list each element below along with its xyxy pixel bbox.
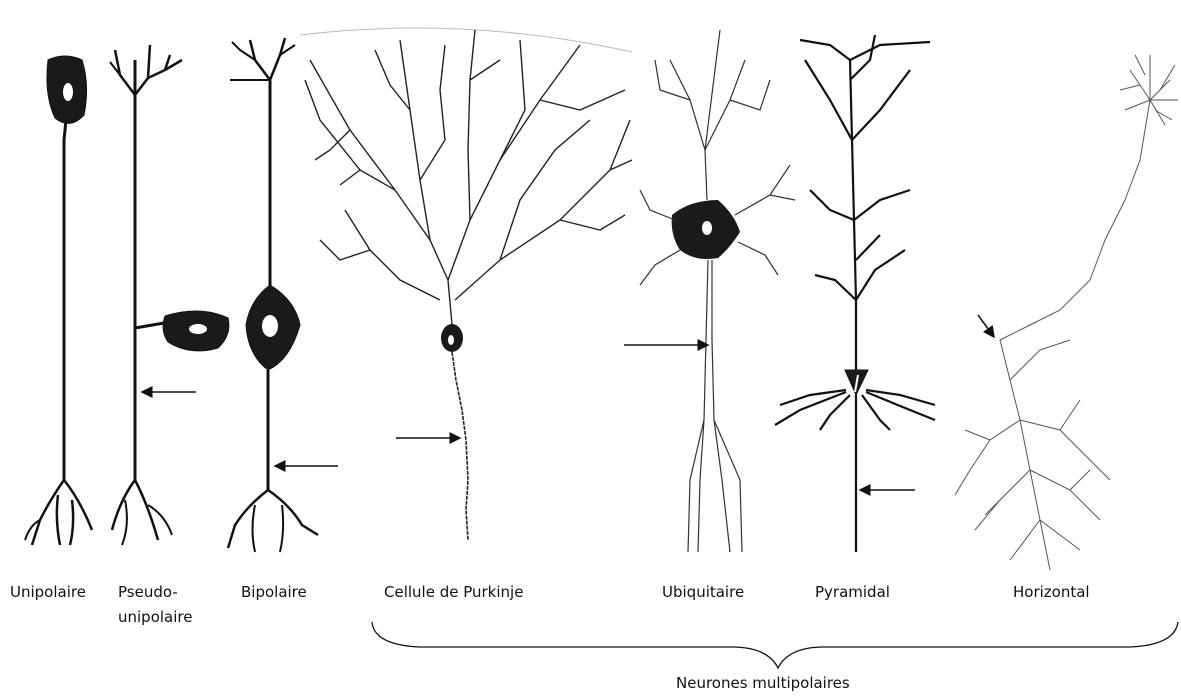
horizontal-neuron [955, 55, 1178, 570]
multipolar-group-brace [372, 622, 1178, 668]
label-bipolar: Bipolaire [241, 583, 307, 601]
label-purkinje: Cellule de Purkinje [384, 583, 523, 601]
purkinje-neuron [300, 28, 632, 540]
label-pyramidal: Pyramidal [815, 583, 890, 601]
ubiquitous-neuron [640, 30, 795, 552]
label-pseudo-unipolar-line1: Pseudo- [118, 583, 178, 601]
label-pseudo-unipolar-line2: unipolaire [118, 608, 192, 626]
label-multipolar-group: Neurones multipolaires [676, 674, 850, 692]
bipolar-neuron [228, 38, 318, 552]
unipolar-neuron [25, 56, 92, 545]
horizontal-axon-arrow [978, 315, 994, 337]
label-unipolar: Unipolaire [10, 583, 86, 601]
label-ubiquitous: Ubiquitaire [662, 583, 744, 601]
pseudo-unipolar-neuron [110, 45, 229, 545]
pyramidal-neuron [775, 35, 935, 552]
label-horizontal: Horizontal [1013, 583, 1090, 601]
